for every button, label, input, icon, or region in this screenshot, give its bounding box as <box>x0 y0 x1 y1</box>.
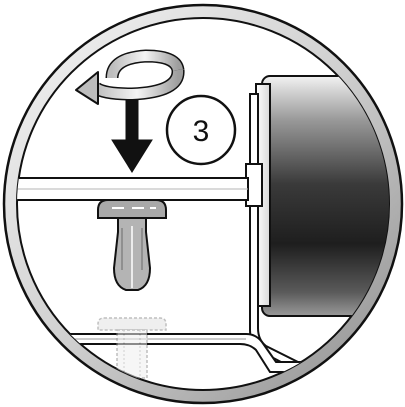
detail-view: 3 <box>17 49 389 379</box>
push-rivet <box>97 199 167 291</box>
rotate-counterclockwise-arrow-icon <box>75 49 185 105</box>
ghost-push-rivet <box>97 317 167 379</box>
step-number: 3 <box>193 115 210 148</box>
step-number-badge: 3 <box>165 94 237 166</box>
support-panel <box>17 177 249 201</box>
